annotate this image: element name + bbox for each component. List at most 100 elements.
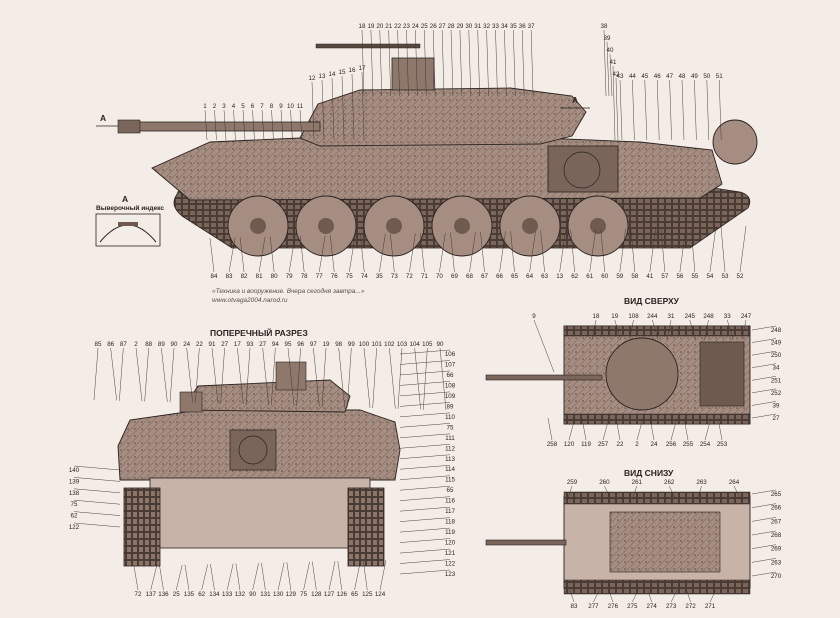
leader-line — [406, 29, 409, 97]
callout-number: 48 — [679, 73, 686, 80]
callout-number: 138 — [69, 490, 80, 497]
leader-line — [415, 29, 418, 97]
leader-line — [504, 29, 507, 97]
leader-line — [379, 29, 383, 97]
leader-line — [717, 417, 723, 441]
leader-line — [363, 560, 368, 591]
road-wheel-hub — [318, 218, 334, 234]
leader-line — [751, 413, 777, 419]
callout-number: 83 — [226, 273, 233, 280]
callout-number: 94 — [272, 341, 279, 348]
callout-number: 72 — [406, 273, 413, 280]
leader-line — [709, 226, 717, 273]
callout-number: 253 — [717, 441, 728, 448]
leader-line — [591, 319, 597, 341]
leader-line — [510, 231, 515, 273]
callout-number: 4 — [232, 103, 236, 110]
leader-line — [328, 561, 336, 591]
leader-line — [652, 319, 659, 341]
leader-line — [649, 228, 657, 273]
leader-line — [204, 109, 208, 141]
leader-line — [739, 225, 747, 273]
top-view — [485, 325, 751, 425]
leader-line — [619, 79, 623, 141]
callout-number: 60 — [601, 273, 608, 280]
leader-line — [389, 347, 396, 409]
callout-number: 111 — [445, 435, 455, 442]
leader-line — [615, 77, 619, 141]
leader-line — [73, 477, 121, 482]
section-marker-letter-right: А — [572, 95, 578, 105]
leader-line — [486, 29, 489, 97]
cross-hatch-right — [275, 361, 307, 391]
callout-number: 108 — [445, 382, 456, 389]
leader-line — [252, 563, 259, 591]
callout-number: 71 — [421, 273, 428, 280]
leader-line — [261, 562, 266, 591]
callout-number: 113 — [445, 456, 455, 463]
leader-line — [751, 338, 777, 343]
callout-number: 10 — [287, 103, 294, 110]
callout-number: 256 — [666, 441, 677, 448]
callout-number: 69 — [451, 273, 458, 280]
callout-number: 110 — [445, 414, 455, 421]
leader-line — [399, 569, 451, 575]
callout-number: 43 — [617, 73, 624, 80]
callout-number: 17 — [234, 341, 241, 348]
leader-line — [666, 319, 672, 341]
callout-number: 65 — [511, 273, 518, 280]
callout-number: 100 — [359, 341, 370, 348]
callout-number: 115 — [445, 477, 455, 484]
leader-line — [169, 347, 175, 403]
callout-number: 29 — [456, 23, 463, 30]
callout-number: 11 — [297, 103, 304, 110]
callout-number: 96 — [297, 341, 304, 348]
callout-number: 119 — [445, 529, 455, 536]
leader-line — [195, 347, 200, 403]
callout-number: 47 — [666, 73, 673, 80]
leader-line — [397, 29, 400, 97]
leader-line — [619, 228, 626, 273]
callout-number: 277 — [588, 603, 599, 610]
callout-number: 270 — [771, 573, 782, 580]
callout-number: 268 — [771, 532, 782, 539]
callout-number: 20 — [376, 23, 383, 30]
callout-number: 133 — [222, 591, 233, 598]
callout-number: 90 — [249, 591, 256, 598]
cross-turret — [181, 379, 351, 413]
callout-number: 34 — [773, 365, 780, 372]
cross-section-title: ПОПЕРЕЧНЫЙ РАЗРЕЗ — [210, 327, 308, 338]
callout-number: 130 — [273, 591, 284, 598]
callout-number: 54 — [706, 273, 713, 280]
callout-number: 91 — [209, 341, 216, 348]
leader-line — [686, 589, 691, 603]
leader-line — [144, 347, 149, 402]
callout-number: 57 — [661, 273, 668, 280]
callout-number: 42 — [613, 71, 620, 78]
leader-line — [290, 109, 293, 141]
inset-title: Выверочный индекс — [96, 204, 164, 212]
callout-number: 23 — [403, 23, 410, 30]
callout-number: 271 — [705, 603, 716, 610]
callout-number: 124 — [375, 591, 386, 598]
callout-number: 62 — [198, 591, 205, 598]
leader-line — [361, 29, 365, 97]
callout-number: 32 — [483, 23, 490, 30]
leader-line — [670, 589, 678, 603]
leader-line — [150, 565, 157, 591]
callout-number: 68 — [466, 273, 473, 280]
leader-line — [604, 485, 611, 499]
callout-number: 52 — [737, 273, 744, 280]
callout-number: 24 — [183, 341, 190, 348]
cross-gun-breech — [229, 429, 277, 471]
callout-number: 65 — [351, 591, 358, 598]
callout-number: 33 — [492, 23, 499, 30]
callout-number: 122 — [445, 561, 456, 568]
leader-line — [409, 233, 416, 273]
leader-line — [720, 226, 726, 273]
callout-number: 129 — [286, 591, 297, 598]
leader-line — [399, 548, 451, 554]
top-view-turret — [605, 337, 679, 411]
leader-line — [459, 29, 463, 97]
leader-line — [589, 229, 596, 273]
